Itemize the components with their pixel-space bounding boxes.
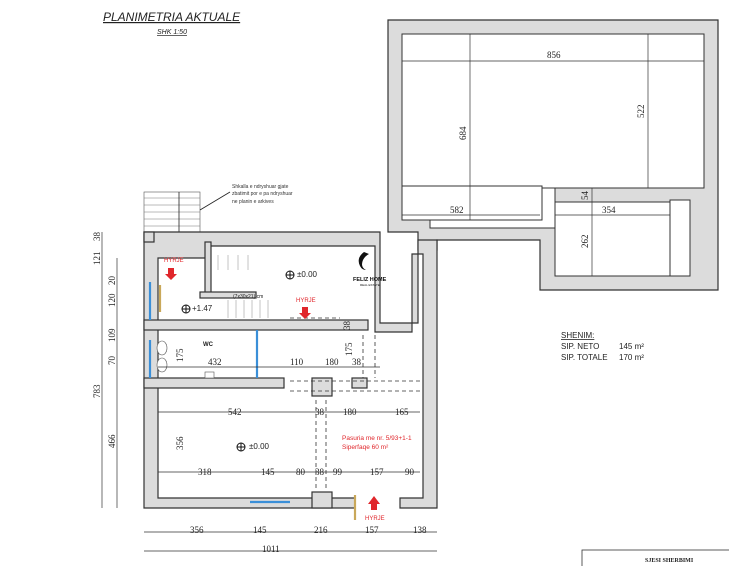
plan-scale: SHK 1:50 bbox=[157, 29, 187, 36]
dim-wall: 38 bbox=[352, 357, 362, 367]
dim-left-total: 783 bbox=[92, 384, 102, 398]
dim-b7: 90 bbox=[405, 467, 415, 477]
dim-room2-right: 165 bbox=[395, 407, 409, 417]
dim-upper-width: 856 bbox=[547, 50, 561, 60]
dim-upper-height-left: 684 bbox=[458, 126, 468, 140]
dim-b3: 80 bbox=[296, 467, 306, 477]
dim-wc-height: 175 bbox=[175, 348, 185, 362]
dim-room2-width: 542 bbox=[228, 407, 242, 417]
dim-left-inner-c: 109 bbox=[107, 328, 117, 342]
note-label-totale: SIP. TOTALE bbox=[561, 353, 608, 362]
dim-bottom-a: 356 bbox=[190, 525, 204, 535]
dim-annex-height: 262 bbox=[580, 235, 590, 249]
dim-b4: 38 bbox=[315, 467, 325, 477]
notes-heading: SHENIM: bbox=[561, 331, 594, 340]
dim-b6: 157 bbox=[370, 467, 384, 477]
level-ground-a: ±0.00 bbox=[297, 270, 318, 279]
dim-b1: 318 bbox=[198, 467, 212, 477]
note-value-neto: 145 m² bbox=[619, 342, 644, 351]
plan-title: PLANIMETRIA AKTUALE bbox=[103, 10, 241, 24]
upper-room bbox=[387, 19, 719, 291]
logo-sub: REAL ESTATE bbox=[360, 283, 380, 287]
stair-size: (7x30x21) cm bbox=[233, 294, 263, 300]
stair-note-line-3: ne planin e arkives bbox=[232, 199, 274, 205]
dim-left-b: 121 bbox=[92, 252, 102, 266]
stair-note-line-1: Shkalla e ndryshuar gjate bbox=[232, 184, 289, 190]
dim-b2: 145 bbox=[261, 467, 275, 477]
entrance-arrow-icon bbox=[299, 307, 311, 319]
dim-left-inner-d: 70 bbox=[107, 356, 117, 366]
dim-upper-height-right: 522 bbox=[636, 105, 646, 119]
dim-upper-step: 54 bbox=[580, 191, 590, 201]
area-notes: SHENIM: SIP. NETO 145 m² SIP. TOTALE 170… bbox=[561, 331, 644, 362]
property-note-line-2: Siperfaqe 60 m² bbox=[342, 444, 389, 451]
dim-annex-width: 354 bbox=[602, 205, 616, 215]
level-ground-b: ±0.00 bbox=[249, 442, 270, 451]
dim-mid-1: 110 bbox=[290, 357, 304, 367]
dim-left-a: 38 bbox=[92, 232, 102, 242]
title-block-label: SJESI SHERBIMI bbox=[645, 558, 694, 564]
dim-left-inner-b: 120 bbox=[107, 293, 117, 307]
dim-left-inner-a: 20 bbox=[107, 276, 117, 286]
dim-wc-width: 432 bbox=[208, 357, 222, 367]
property-note-line-1: Pasuria me nr. 5/93+1-1 bbox=[342, 435, 412, 442]
dim-upper-lower-width: 582 bbox=[450, 205, 464, 215]
dim-bottom-total: 1011 bbox=[262, 544, 280, 554]
entrance-label-2: HYRJE bbox=[296, 298, 316, 304]
dim-corridor-height: 175 bbox=[344, 342, 354, 356]
ground-floor bbox=[101, 231, 438, 552]
dim-bottom-e: 138 bbox=[413, 525, 427, 535]
note-value-totale: 170 m² bbox=[619, 353, 644, 362]
note-label-neto: SIP. NETO bbox=[561, 342, 599, 351]
level-upper: +1.47 bbox=[192, 304, 213, 313]
dim-left-inner-e: 466 bbox=[107, 434, 117, 448]
dim-room2-wall: 38 bbox=[315, 407, 325, 417]
dim-mid-2: 180 bbox=[325, 357, 339, 367]
stair-note-line-2: zbatimit por e pa ndryshuar bbox=[232, 191, 293, 197]
entrance-arrow-icon bbox=[165, 268, 177, 280]
dim-room2-height: 356 bbox=[175, 436, 185, 450]
room-wc: WC bbox=[203, 342, 214, 348]
dim-b5: 99 bbox=[333, 467, 343, 477]
entrance-arrow-icon bbox=[368, 496, 380, 510]
dim-room2-mid: 180 bbox=[343, 407, 357, 417]
level-marker-icon bbox=[181, 304, 191, 314]
feliz-home-logo: FELIZ HOME REAL ESTATE bbox=[353, 252, 387, 287]
title-block bbox=[581, 549, 729, 566]
dim-bottom-d: 157 bbox=[365, 525, 379, 535]
dim-wall-2: 38 bbox=[342, 321, 352, 331]
level-marker-icon bbox=[236, 442, 246, 452]
entrance-label-3: HYRJE bbox=[365, 516, 385, 522]
dim-bottom-c: 216 bbox=[314, 525, 328, 535]
entrance-label-1: HYRJE bbox=[164, 258, 184, 264]
level-marker-icon bbox=[285, 270, 295, 280]
dim-bottom-b: 145 bbox=[253, 525, 267, 535]
logo-name: FELIZ HOME bbox=[353, 277, 387, 283]
